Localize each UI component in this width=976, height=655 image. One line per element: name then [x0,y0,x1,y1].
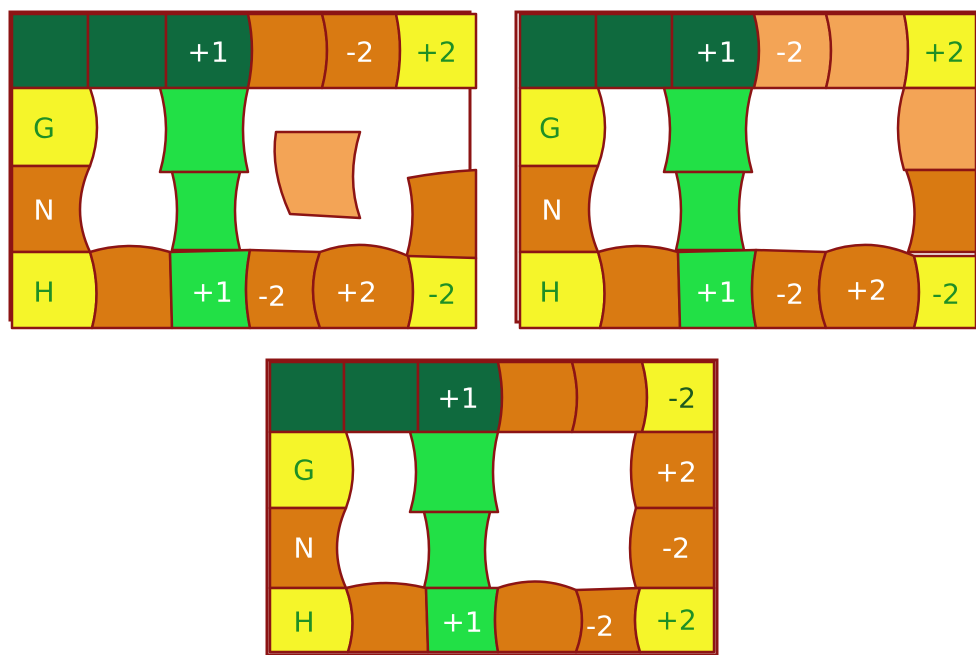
cell-label: +2 [923,36,964,69]
cell-label: +1 [441,606,482,639]
cell-label: +2 [655,604,696,637]
cell-label: G [293,454,315,487]
cell-label: +2 [335,276,376,309]
board-cell [664,88,752,172]
cell-label: N [34,194,55,227]
cell-label: +1 [695,276,736,309]
cell-label: -2 [932,278,960,311]
board-cell [520,14,596,88]
cell-label: -2 [662,532,690,565]
board-cell [596,14,672,88]
cell-label: +2 [845,274,886,307]
cell-label: -2 [776,278,804,311]
cell-label: N [294,532,315,565]
board-cell [906,170,976,252]
cell-label: H [33,276,54,309]
cell-label: H [293,606,314,639]
board-cell [248,14,327,88]
board-cell [410,432,498,512]
cell-label: +1 [437,382,478,415]
board-cell [520,88,605,166]
cell-label: -2 [668,382,696,415]
board-cell [275,132,360,218]
board-cell [12,14,88,88]
board-cell [498,362,577,432]
board-cell [826,14,908,88]
cell-label: -2 [586,610,614,643]
board-cell [898,88,976,170]
cell-label: +1 [191,276,232,309]
board-cell [172,172,240,250]
board-cell [346,583,428,652]
cell-label: +1 [187,36,228,69]
cell-label: -2 [346,36,374,69]
cell-label: G [539,112,561,145]
board-cell [90,246,172,328]
board-cell [344,362,418,432]
board-cell [676,172,744,250]
board-bottom: +1-2G+2N-2H+1-2+2 [267,360,717,655]
cell-label: G [33,112,55,145]
cell-label: N [542,194,563,227]
cell-label: +2 [415,36,456,69]
cell-label: +1 [695,36,736,69]
cell-label: -2 [258,280,286,313]
board-cell [520,252,605,328]
cell-label: -2 [776,36,804,69]
board-cell [572,362,647,432]
cell-label: -2 [428,278,456,311]
board-cell [270,362,344,432]
cell-label: +2 [655,456,696,489]
cell-label: H [539,276,560,309]
board-cell [406,170,476,258]
board-cell [598,246,680,328]
board-cell [495,581,582,652]
board-cell [424,512,490,588]
board-cell [160,88,248,172]
board-cell [88,14,166,88]
